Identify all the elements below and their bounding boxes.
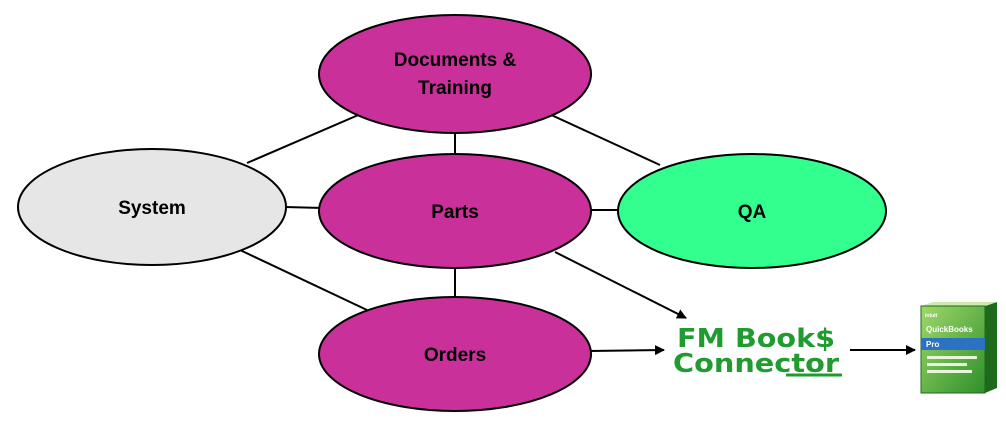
node-documents-ellipse bbox=[318, 14, 592, 134]
arrow-orders-to-connector bbox=[589, 345, 665, 356]
node-orders: Orders bbox=[318, 296, 592, 412]
qb-box-side bbox=[985, 302, 997, 393]
node-qa-label: QA bbox=[738, 202, 767, 223]
node-parts-ellipse bbox=[318, 153, 592, 269]
edge-system-orders bbox=[239, 249, 368, 311]
node-qa: QA bbox=[617, 153, 887, 269]
qb-edition-text: Pro bbox=[926, 340, 939, 349]
qb-detail-bar-1 bbox=[927, 356, 977, 359]
node-system: System bbox=[17, 148, 287, 266]
arrows bbox=[554, 251, 916, 356]
node-documents-label-line1: Documents & bbox=[394, 50, 517, 71]
edge-documents-system bbox=[246, 112, 364, 164]
qb-detail-bar-2 bbox=[927, 363, 967, 366]
quickbooks-box-image: intuit QuickBooks Pro bbox=[920, 302, 997, 394]
node-parts: Parts bbox=[318, 153, 592, 269]
connector-logo-line1: FM Book$ bbox=[677, 324, 835, 354]
fm-books-connector-logo: FM Book$ Connector bbox=[673, 324, 842, 379]
node-orders-label: Orders bbox=[424, 345, 486, 366]
qb-box-top bbox=[921, 302, 997, 306]
node-documents-label-line2: Training bbox=[418, 78, 492, 99]
edge-documents-qa bbox=[546, 112, 661, 166]
connector-lines bbox=[239, 112, 661, 311]
qb-brand-text: intuit bbox=[925, 313, 938, 319]
node-system-label: System bbox=[118, 198, 186, 219]
qb-product-text: QuickBooks bbox=[926, 325, 973, 334]
node-documents-training: Documents & Training bbox=[318, 14, 592, 134]
qb-blue-band bbox=[921, 338, 985, 350]
arrow-parts-to-connector bbox=[554, 251, 687, 319]
qb-detail-bar-3 bbox=[927, 370, 972, 373]
node-qa-ellipse bbox=[617, 153, 887, 269]
node-system-ellipse bbox=[17, 148, 287, 266]
node-orders-ellipse bbox=[318, 296, 592, 412]
edge-system-parts bbox=[284, 206, 324, 209]
node-parts-label: Parts bbox=[431, 202, 479, 223]
